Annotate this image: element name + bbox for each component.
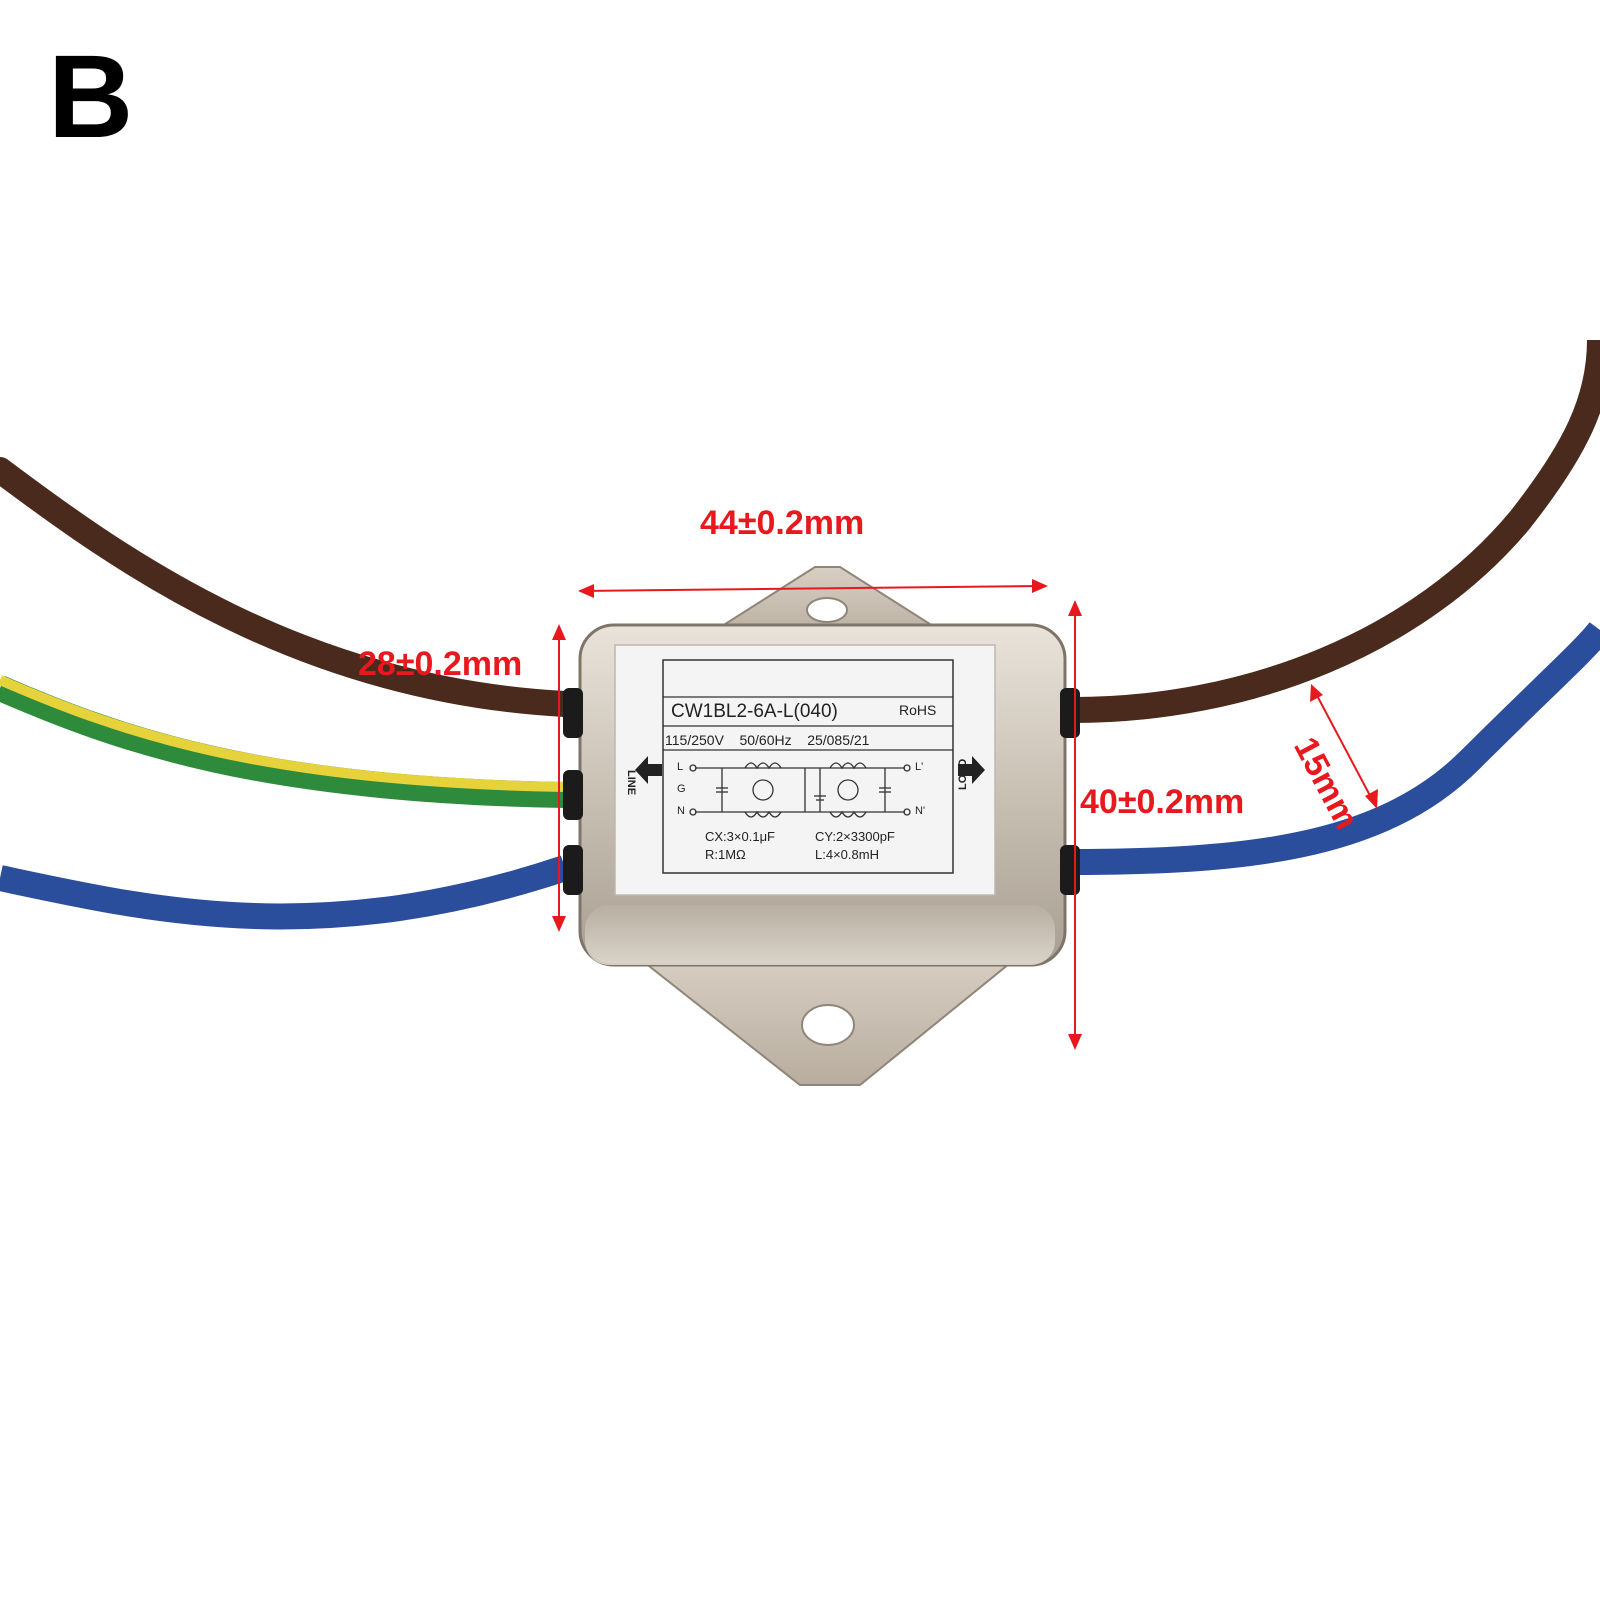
model-number: CW1BL2-6A-L(040) <box>671 701 838 722</box>
blue-wire-right <box>1064 621 1600 875</box>
frequency-rating: 50/60Hz <box>739 732 792 748</box>
brown-wire-right <box>1064 339 1600 724</box>
pin-l-label: L <box>677 761 684 773</box>
width-dimension-label: 44±0.2mm <box>700 504 865 542</box>
load-arrow-icon <box>958 756 985 784</box>
wires <box>0 339 1600 930</box>
dimension-lines <box>552 579 1378 1050</box>
rohs-mark: RoHS <box>899 702 937 718</box>
voltage-rating: 115/250V <box>665 732 724 748</box>
rating-line: 115/250V 50/60Hz 25/085/21 <box>665 733 869 747</box>
filter-body <box>563 623 1080 967</box>
pin-g-label: G <box>677 783 686 795</box>
total-height-dimension-label: 40±0.2mm <box>1080 783 1245 821</box>
bottom-mount-hole <box>801 1004 855 1046</box>
climate-rating: 25/085/21 <box>807 732 870 748</box>
pin-n-label: N <box>677 805 685 817</box>
cy-spec: CY:2×3300pF <box>815 829 895 844</box>
circuit-schematic <box>689 762 911 818</box>
l-spec: L:4×0.8mH <box>815 847 879 862</box>
blue-wire-left <box>0 855 570 930</box>
r-spec: R:1MΩ <box>705 847 746 862</box>
green-yellow-wire <box>0 676 566 808</box>
top-mount-hole <box>806 597 848 623</box>
cx-spec: CX:3×0.1μF <box>705 829 775 844</box>
brown-wire-left <box>0 457 578 717</box>
panel-letter: B <box>48 31 134 163</box>
mounting-flanges <box>632 566 1023 1086</box>
body-height-dimension-label: 28±0.2mm <box>358 645 523 683</box>
load-side-label: LOAD <box>957 758 969 790</box>
line-side-label: LINE <box>625 770 637 796</box>
pin-n-out-label: N' <box>915 805 926 817</box>
pin-l-out-label: L' <box>915 761 924 773</box>
line-arrow-icon <box>635 756 662 784</box>
